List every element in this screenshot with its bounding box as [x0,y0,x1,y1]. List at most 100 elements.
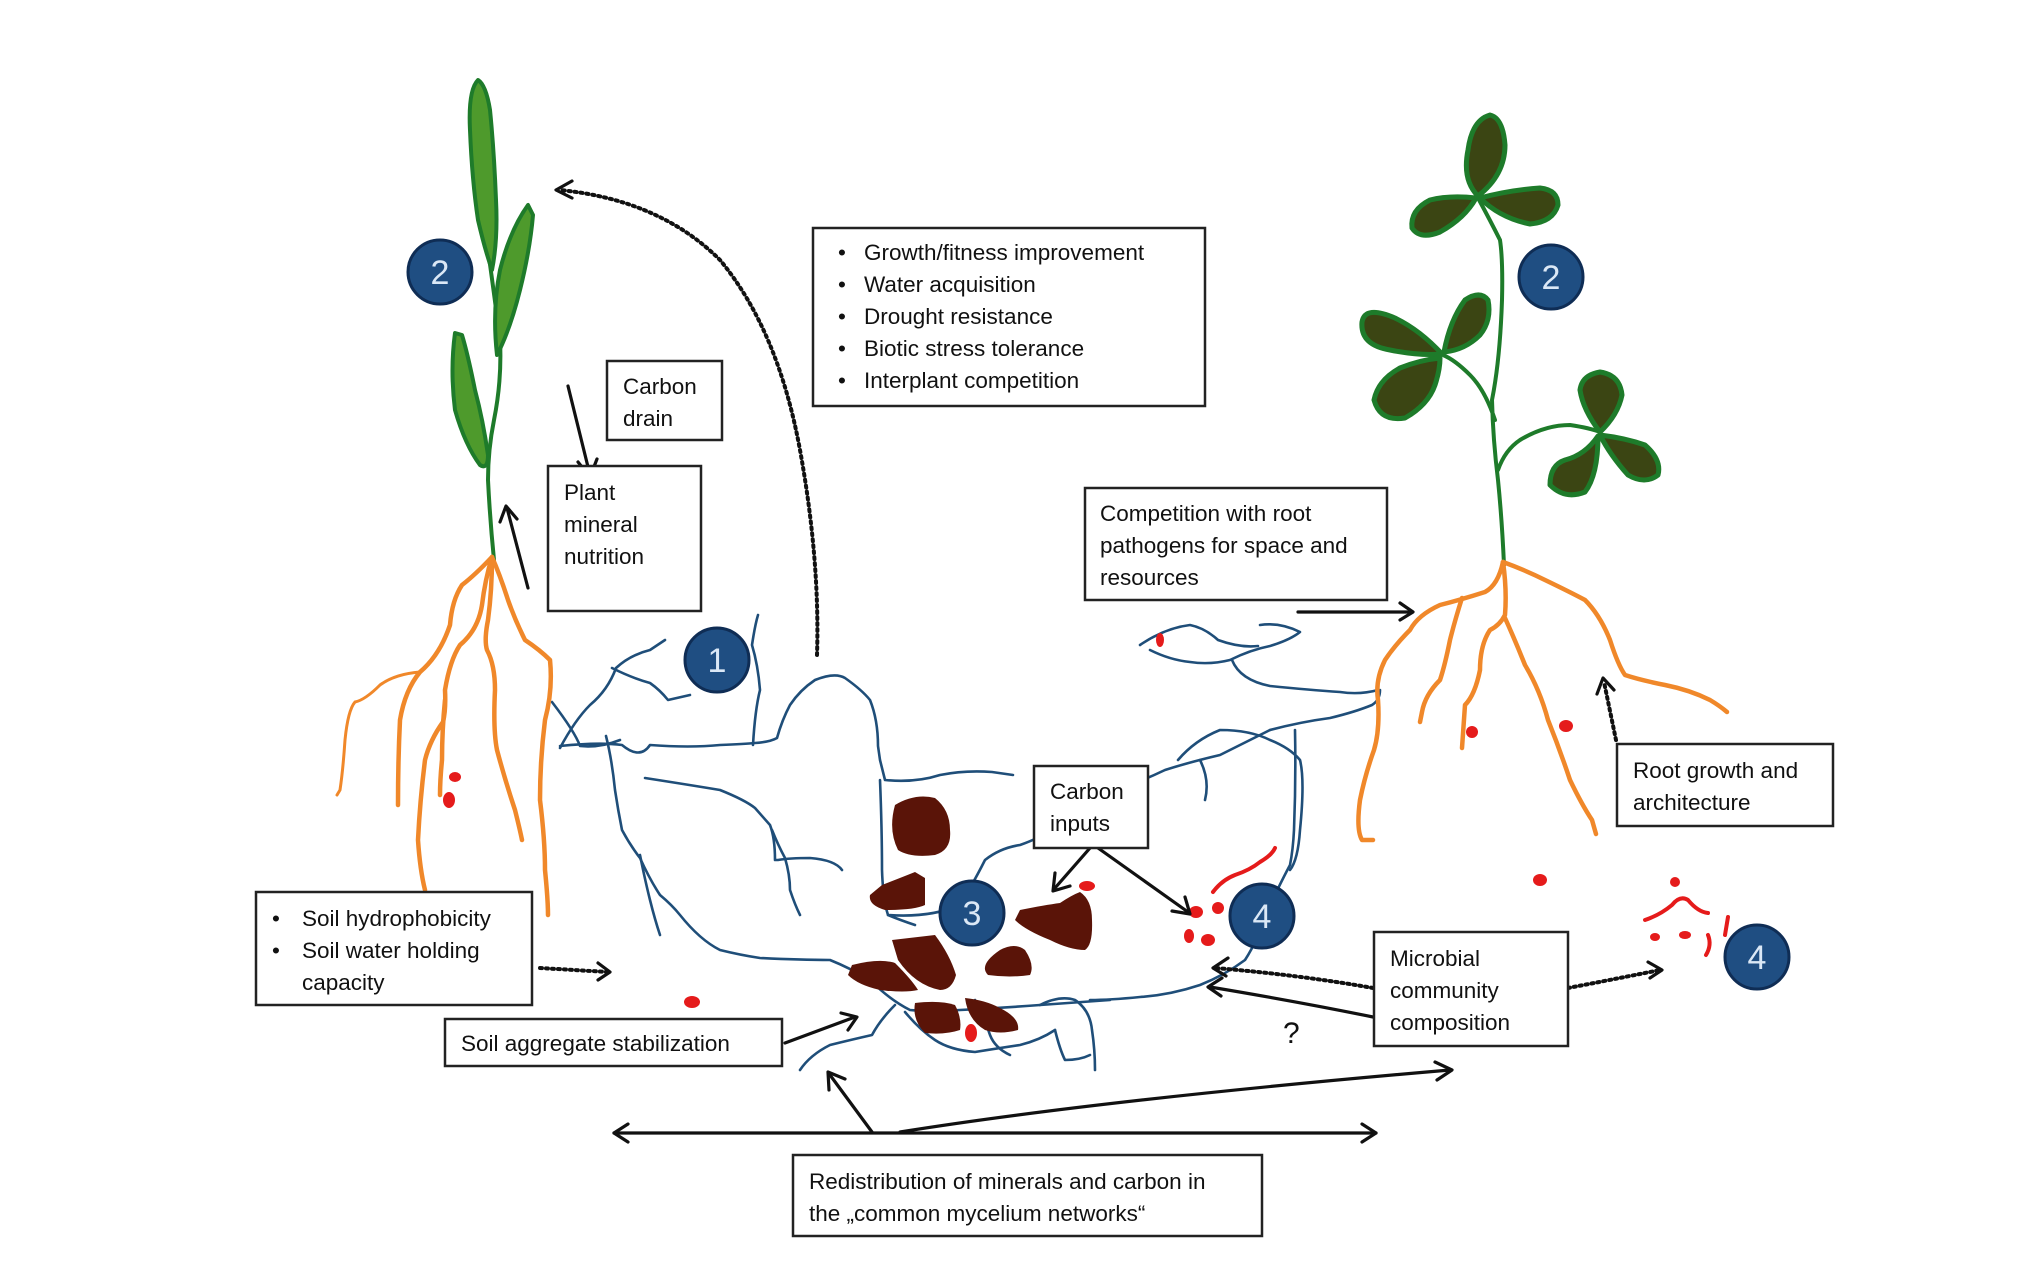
hyphal-spore-line [1704,933,1712,957]
root [1459,559,1508,751]
grass-leaf [467,78,499,272]
bullet: • [272,938,280,963]
root [483,554,525,843]
spore [684,996,700,1008]
aggregate [869,872,925,910]
spore [449,772,461,782]
root [437,697,448,798]
clover-leaflet [1577,369,1625,435]
hypha [638,853,662,937]
hypha [1176,728,1304,872]
hypha [750,613,762,747]
spore [443,792,455,808]
benefit-item: Drought resistance [864,304,1053,329]
soil-aggregate-label: Soil aggregate stabilization [461,1031,730,1056]
svg-text:•Biotic stress tolerance: • Biotic stress tolerance [838,336,1084,361]
svg-text:•Soil water holding: • Soil water holding [272,938,480,963]
hypha [1053,1028,1092,1062]
dotted-arrow-to-plant [558,188,820,657]
arrowhead [596,961,612,982]
clover-petiole [1441,353,1497,422]
root [1500,559,1730,715]
spore [965,1024,977,1042]
arrowhead [1646,960,1664,980]
spore [1212,902,1224,914]
clover-leaflet [1441,292,1492,355]
arrowhead [498,504,519,524]
arrowhead [1360,1122,1378,1144]
root [1417,595,1465,725]
root [1356,559,1506,843]
badge-hyphal-network: 1 [683,626,751,694]
spore [1189,906,1203,918]
aggregate [965,998,1019,1033]
spore [1679,931,1691,939]
benefit-item: Interplant competition [864,368,1079,393]
svg-text:•Growth/fitness improvement: •Growth/fitness improvement [838,240,1145,265]
badge-microbes-center: 4 [1228,882,1296,950]
root [1502,615,1599,837]
hypha [1038,997,1097,1072]
arrowhead [554,179,574,200]
soil-property-item: Soil water holding [302,938,480,963]
redistribution-box: Redistribution of minerals and carbon in… [791,1153,1264,1238]
redistribution-right-arrow [898,1068,1452,1134]
clover-leaflet [1463,112,1508,199]
badge-plant-left: 2 [406,238,474,306]
svg-text:•Water acquisition: •Water acquisition [838,272,1036,297]
bullet: • [838,368,846,393]
arrowhead [1595,676,1616,696]
hypha [643,776,844,872]
right-plant-roots [1356,559,1730,843]
arrows [498,179,1664,1144]
hypha [1148,623,1302,665]
svg-text:•Soil hydrophobicity: •Soil hydrophobicity [272,906,492,931]
soil-aggregates [848,796,1093,1034]
benefit-item: Biotic stress tolerance [864,336,1084,361]
hyphal-spore-line [1723,915,1730,937]
soil-property-continuation: capacity [302,970,385,995]
clover-stem [1476,196,1506,567]
aggregate [914,1001,961,1034]
spore [1201,934,1215,946]
spore [1533,874,1547,886]
bullet: • [838,336,846,361]
hypha [610,666,692,702]
redistribution-label: Redistribution of minerals and carbon in… [809,1169,1205,1226]
aggregate [848,960,918,992]
grass-leaf [450,331,490,469]
arrowhead [1433,1060,1454,1082]
spore [1184,929,1194,943]
microbial-dotted-arrow [1213,966,1375,990]
badge-soil-aggregates: 3 [938,879,1006,947]
bullet: • [272,906,280,931]
bullet: • [838,240,846,265]
benefit-item: Water acquisition [864,272,1036,297]
hypha [1138,623,1260,648]
arrowhead [1211,956,1230,978]
spore [1559,720,1573,732]
hypha [558,638,667,750]
microbial-dotted-arrow-right [1566,968,1662,990]
hypha [798,1003,897,1072]
carbon-inputs-arrow [1096,846,1190,914]
badge-number: 1 [708,642,727,680]
hyphal-spore-line [1643,896,1710,922]
hypha [770,828,802,917]
aggregate [984,946,1032,977]
svg-text:•Drought resistance: •Drought resistance [838,304,1053,329]
left-plant-roots [335,554,554,918]
badge-number: 4 [1748,939,1767,977]
hypha [604,734,1112,1013]
